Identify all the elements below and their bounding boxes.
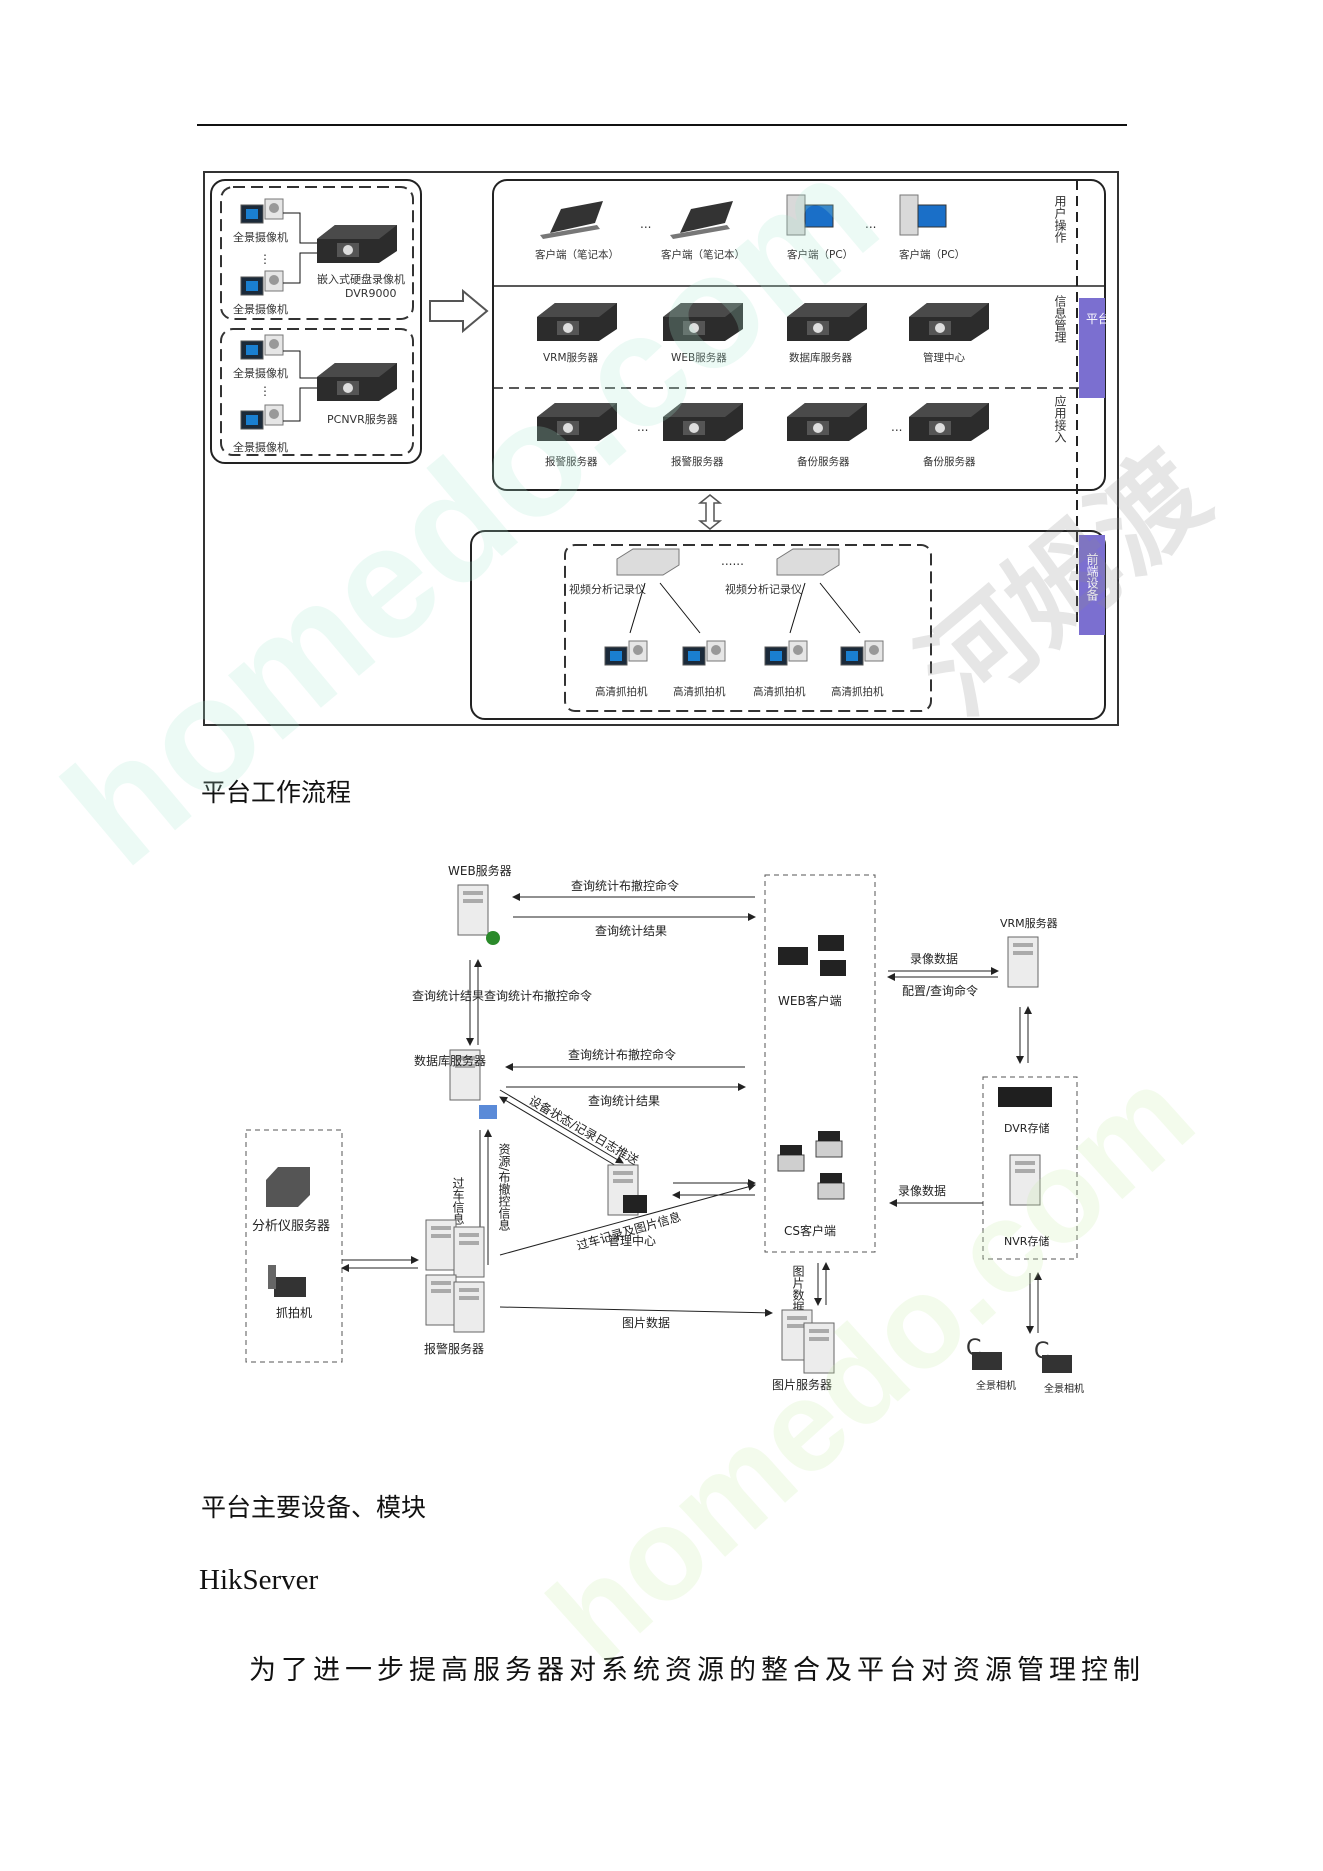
- capture-camera-label: 高清抓拍机: [753, 685, 806, 698]
- left-result-label: 查询统计结果: [412, 989, 484, 1003]
- svg-text:C: C: [966, 1336, 981, 1361]
- dvr-model-label: DVR9000: [345, 287, 396, 300]
- architecture-figure: 全景摄像机 ⋮ 全景摄像机 嵌入式硬盘录像机 DVR9000 全景摄像机 ⋮ 全…: [203, 171, 1134, 726]
- mgmt-center-label: 管理中心: [608, 1233, 656, 1248]
- server-label: 报警服务器: [545, 455, 598, 468]
- query-cmd2-label: 查询统计布撤控命令: [568, 1047, 676, 1062]
- query-result2-label: 查询统计结果: [588, 1094, 660, 1108]
- server-label: 备份服务器: [797, 455, 850, 468]
- pic-server-label: 图片服务器: [772, 1377, 832, 1392]
- analyzer-label: 视频分析记录仪: [569, 582, 646, 596]
- web-client-label: WEB客户端: [778, 993, 842, 1008]
- alarm-server-label: 报警服务器: [424, 1341, 484, 1356]
- front-device-tab: 前端设备: [1085, 552, 1099, 602]
- server-label: 报警服务器: [671, 455, 724, 468]
- record-data2-label: 录像数据: [898, 1183, 946, 1198]
- section-heading-devices: 平台主要设备、模块: [201, 1493, 427, 1522]
- panorama-camera-label: 全景摄像机: [233, 302, 288, 316]
- server-label: VRM服务器: [543, 351, 599, 364]
- cs-client-label: CS客户端: [784, 1223, 836, 1238]
- client-label: 客户端（PC）: [787, 248, 853, 261]
- web-server-label: WEB服务器: [448, 863, 512, 878]
- laptop-icon: [670, 201, 733, 239]
- nvr-storage-label: NVR存储: [1004, 1234, 1049, 1248]
- pano-cam-label: 全景相机: [1044, 1382, 1084, 1395]
- client-label: 客户端（笔记本）: [661, 248, 745, 261]
- db-server-label: 数据库服务器: [414, 1053, 486, 1068]
- panorama-camera-label: 全景摄像机: [233, 440, 288, 454]
- row-side-label: 用户操作: [1053, 195, 1067, 243]
- row-side-label: 应用接入: [1053, 394, 1067, 443]
- svg-text:...: ...: [891, 420, 902, 434]
- pass-info-label: 过车信息: [451, 1177, 465, 1225]
- workflow-figure: WEB服务器 WEB客户端 查询统计布撤控命令 查询统计结果 VRM服务器 录像…: [238, 845, 1110, 1432]
- svg-text:...: ...: [865, 217, 876, 231]
- record-data-label: 录像数据: [910, 951, 958, 966]
- svg-text:...: ...: [637, 420, 648, 434]
- analyzer-server-icon: [266, 1167, 310, 1207]
- query-cmd-label: 查询统计布撤控命令: [571, 878, 679, 893]
- capture-camera-label: 高清抓拍机: [673, 685, 726, 698]
- client-label: 客户端（PC）: [899, 248, 965, 261]
- pcnvr-label: PCNVR服务器: [327, 413, 398, 426]
- pic-data-label: 图片数据: [622, 1315, 670, 1330]
- panorama-camera-label: 全景摄像机: [233, 230, 288, 244]
- resource-info-label: 资源/布撤控信息: [497, 1143, 511, 1231]
- laptop-icon: [540, 201, 603, 239]
- pano-camera-icon: C: [966, 1336, 1002, 1370]
- server-label: 备份服务器: [923, 455, 976, 468]
- config-cmd-label: 配置/查询命令: [902, 983, 978, 998]
- workflow-diagram: WEB服务器 WEB客户端 查询统计布撤控命令 查询统计结果 VRM服务器 录像…: [245, 863, 1084, 1395]
- panorama-camera-label: 全景摄像机: [233, 366, 288, 380]
- capture-camera-icon: [268, 1265, 306, 1297]
- section-heading-hikserver: HikServer: [199, 1564, 319, 1596]
- dvr-storage-label: DVR存储: [1004, 1121, 1049, 1135]
- architecture-diagram: 全景摄像机 ⋮ 全景摄像机 嵌入式硬盘录像机 DVR9000 全景摄像机 ⋮ 全…: [210, 179, 1134, 720]
- analyzer-icon: [776, 548, 840, 576]
- svg-text:...: ...: [640, 217, 651, 231]
- header-rule: [197, 124, 1127, 126]
- analyzer-label: 视频分析记录仪: [725, 582, 802, 596]
- analyzer-icon: [616, 548, 680, 576]
- server-label: WEB服务器: [671, 351, 727, 364]
- svg-text:C: C: [1034, 1339, 1049, 1364]
- vrm-label: VRM服务器: [1000, 917, 1058, 930]
- server-label: 数据库服务器: [789, 351, 852, 364]
- svg-text:......: ......: [721, 554, 744, 568]
- query-result-label: 查询统计结果: [595, 924, 667, 938]
- capture-cam-label: 抓拍机: [276, 1305, 312, 1320]
- pic-data-vertical-label: 图片数据: [791, 1265, 805, 1314]
- analyzer-server-label: 分析仪服务器: [252, 1218, 330, 1234]
- monitor-icon: [623, 1195, 647, 1213]
- capture-camera-label: 高清抓拍机: [831, 685, 884, 698]
- svg-text:⋮: ⋮: [259, 252, 271, 266]
- body-paragraph: 为了进一步提高服务器对系统资源的整合及平台对资源管理控制: [249, 1655, 1145, 1686]
- capture-camera-label: 高清抓拍机: [595, 685, 648, 698]
- pc-icon: [899, 194, 947, 236]
- dvr-label: 嵌入式硬盘录像机: [317, 272, 405, 286]
- platform-software-tab: 平台软件: [1086, 311, 1117, 326]
- pc-icon: [786, 194, 834, 236]
- pano-camera-icon: C: [1034, 1339, 1072, 1373]
- section-heading-workflow: 平台工作流程: [201, 778, 352, 807]
- pano-cam-label: 全景相机: [976, 1379, 1016, 1392]
- server-label: 管理中心: [923, 351, 965, 364]
- client-label: 客户端（笔记本）: [535, 248, 619, 261]
- row-side-label: 信息管理: [1053, 295, 1067, 343]
- left-cmd-label: 查询统计布撤控命令: [484, 988, 592, 1003]
- laptop-icon: [778, 935, 846, 976]
- svg-text:⋮: ⋮: [259, 384, 271, 398]
